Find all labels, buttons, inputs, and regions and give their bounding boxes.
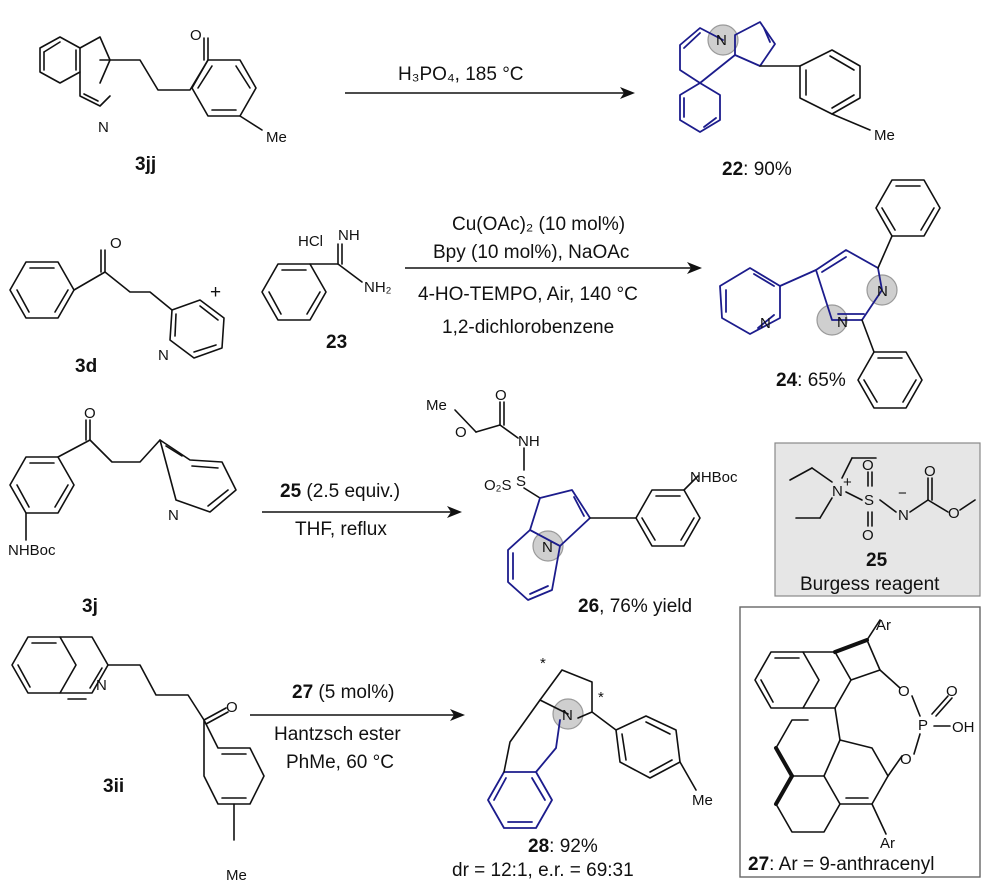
compound-22	[679, 21, 871, 133]
atom-S: S	[864, 492, 874, 509]
atom-N: N	[716, 32, 727, 49]
conditions-2-line-1: Cu(OAc)₂ (10 mol%)	[452, 214, 625, 235]
conditions-1-line-1: H₃PO₄, 185 °C	[398, 64, 524, 85]
atom-N: N	[158, 347, 169, 364]
arrowhead-1	[620, 87, 635, 99]
atom-P: P	[918, 717, 928, 734]
atom-O2S: O₂S	[484, 477, 512, 494]
atom-O: O	[455, 424, 467, 441]
atom-O: O	[226, 699, 238, 716]
atom-Me: Me	[874, 127, 895, 144]
atom-N: N	[562, 707, 573, 724]
conditions-4-line-1: 27 (5 mol%)	[292, 682, 394, 703]
label-3j: 3j	[82, 596, 98, 617]
label-3jj: 3jj	[135, 154, 156, 175]
highlight-N-26	[532, 530, 564, 562]
atom-O: O	[190, 27, 202, 44]
atom-N: N	[898, 507, 909, 524]
atom-Me: Me	[692, 792, 713, 809]
atom-NH: NH	[338, 227, 360, 244]
atom-Ar: Ar	[876, 617, 891, 634]
compound-3j	[9, 419, 237, 541]
atom-N: N	[96, 677, 107, 694]
atom-Me: Me	[426, 397, 447, 414]
atom-N: N	[542, 539, 553, 556]
atom-Ar: Ar	[880, 835, 895, 852]
atom-S: S	[516, 473, 526, 490]
product-28-selectivity: dr = 12:1, e.r. = 69:31	[452, 860, 634, 881]
plus-sign: +	[210, 282, 221, 303]
conditions-3-line-2: THF, reflux	[295, 519, 387, 540]
label-23: 23	[326, 332, 347, 353]
atom-O: O	[924, 463, 936, 480]
atom-O: O	[898, 683, 910, 700]
arrowhead-2	[687, 262, 702, 274]
atom-N: N	[760, 315, 771, 332]
product-26-label: 26, 76% yield	[578, 596, 692, 617]
atom-O: O	[84, 405, 96, 422]
compound-25	[789, 457, 976, 527]
atom-N: N	[168, 507, 179, 524]
compound-26	[454, 401, 701, 601]
atom-N: N	[837, 314, 848, 331]
charge-minus: −	[898, 485, 907, 502]
atom-O: O	[495, 387, 507, 404]
conditions-2-line-2: Bpy (10 mol%), NaOAc	[433, 242, 629, 263]
atom-NHBoc: NHBoc	[8, 542, 56, 559]
atom-N: N	[98, 119, 109, 136]
atom-O: O	[900, 751, 912, 768]
atom-O: O	[946, 683, 958, 700]
atom-Me: Me	[226, 867, 247, 884]
arrowhead-3	[447, 506, 462, 518]
compound-3ii	[11, 636, 265, 841]
conditions-2-line-3: 4-HO-TEMPO, Air, 140 °C	[418, 284, 638, 305]
conditions-2-line-4: 1,2-dichlorobenzene	[442, 317, 614, 338]
atom-NHBoc: NHBoc	[690, 469, 738, 486]
atom-N: N	[877, 283, 888, 300]
label-3ii: 3ii	[103, 776, 124, 797]
atom-OH: OH	[952, 719, 975, 736]
atom-O: O	[948, 505, 960, 522]
catalyst-box	[739, 606, 981, 878]
compound-27	[754, 619, 953, 835]
atom-NH: NH	[518, 433, 540, 450]
atom-O: O	[110, 235, 122, 252]
label-25: 25	[866, 550, 888, 571]
conditions-3-line-1: 25 (2.5 equiv.)	[280, 481, 400, 502]
compound-3jj	[39, 36, 263, 131]
atom-NH2: NH₂	[364, 279, 392, 296]
conditions-4-line-3: PhMe, 60 °C	[286, 752, 394, 773]
label-3d: 3d	[75, 356, 97, 377]
burgess-reagent-box	[774, 442, 981, 597]
compound-28	[487, 669, 697, 829]
atom-O: O	[862, 457, 874, 474]
arrowhead-4	[450, 709, 465, 721]
charge-plus: +	[843, 474, 852, 491]
atom-N: N	[832, 483, 843, 500]
product-28-label: 28: 92%	[528, 836, 598, 857]
catalyst-27-caption: 27: Ar = 9-anthracenyl	[748, 854, 934, 875]
stereocenter-star: *	[540, 655, 546, 672]
conditions-4-line-2: Hantzsch ester	[274, 724, 401, 745]
atom-O: O	[862, 527, 874, 544]
salt-HCl: HCl	[298, 233, 323, 250]
compound-3d	[9, 249, 225, 359]
product-24-label: 24: 65%	[776, 370, 846, 391]
compound-24	[719, 179, 941, 409]
stereocenter-star: *	[598, 689, 604, 706]
atom-Me: Me	[266, 129, 287, 146]
burgess-reagent-name: Burgess reagent	[800, 574, 940, 595]
compound-23	[261, 243, 363, 321]
product-22-label: 22: 90%	[722, 159, 792, 180]
